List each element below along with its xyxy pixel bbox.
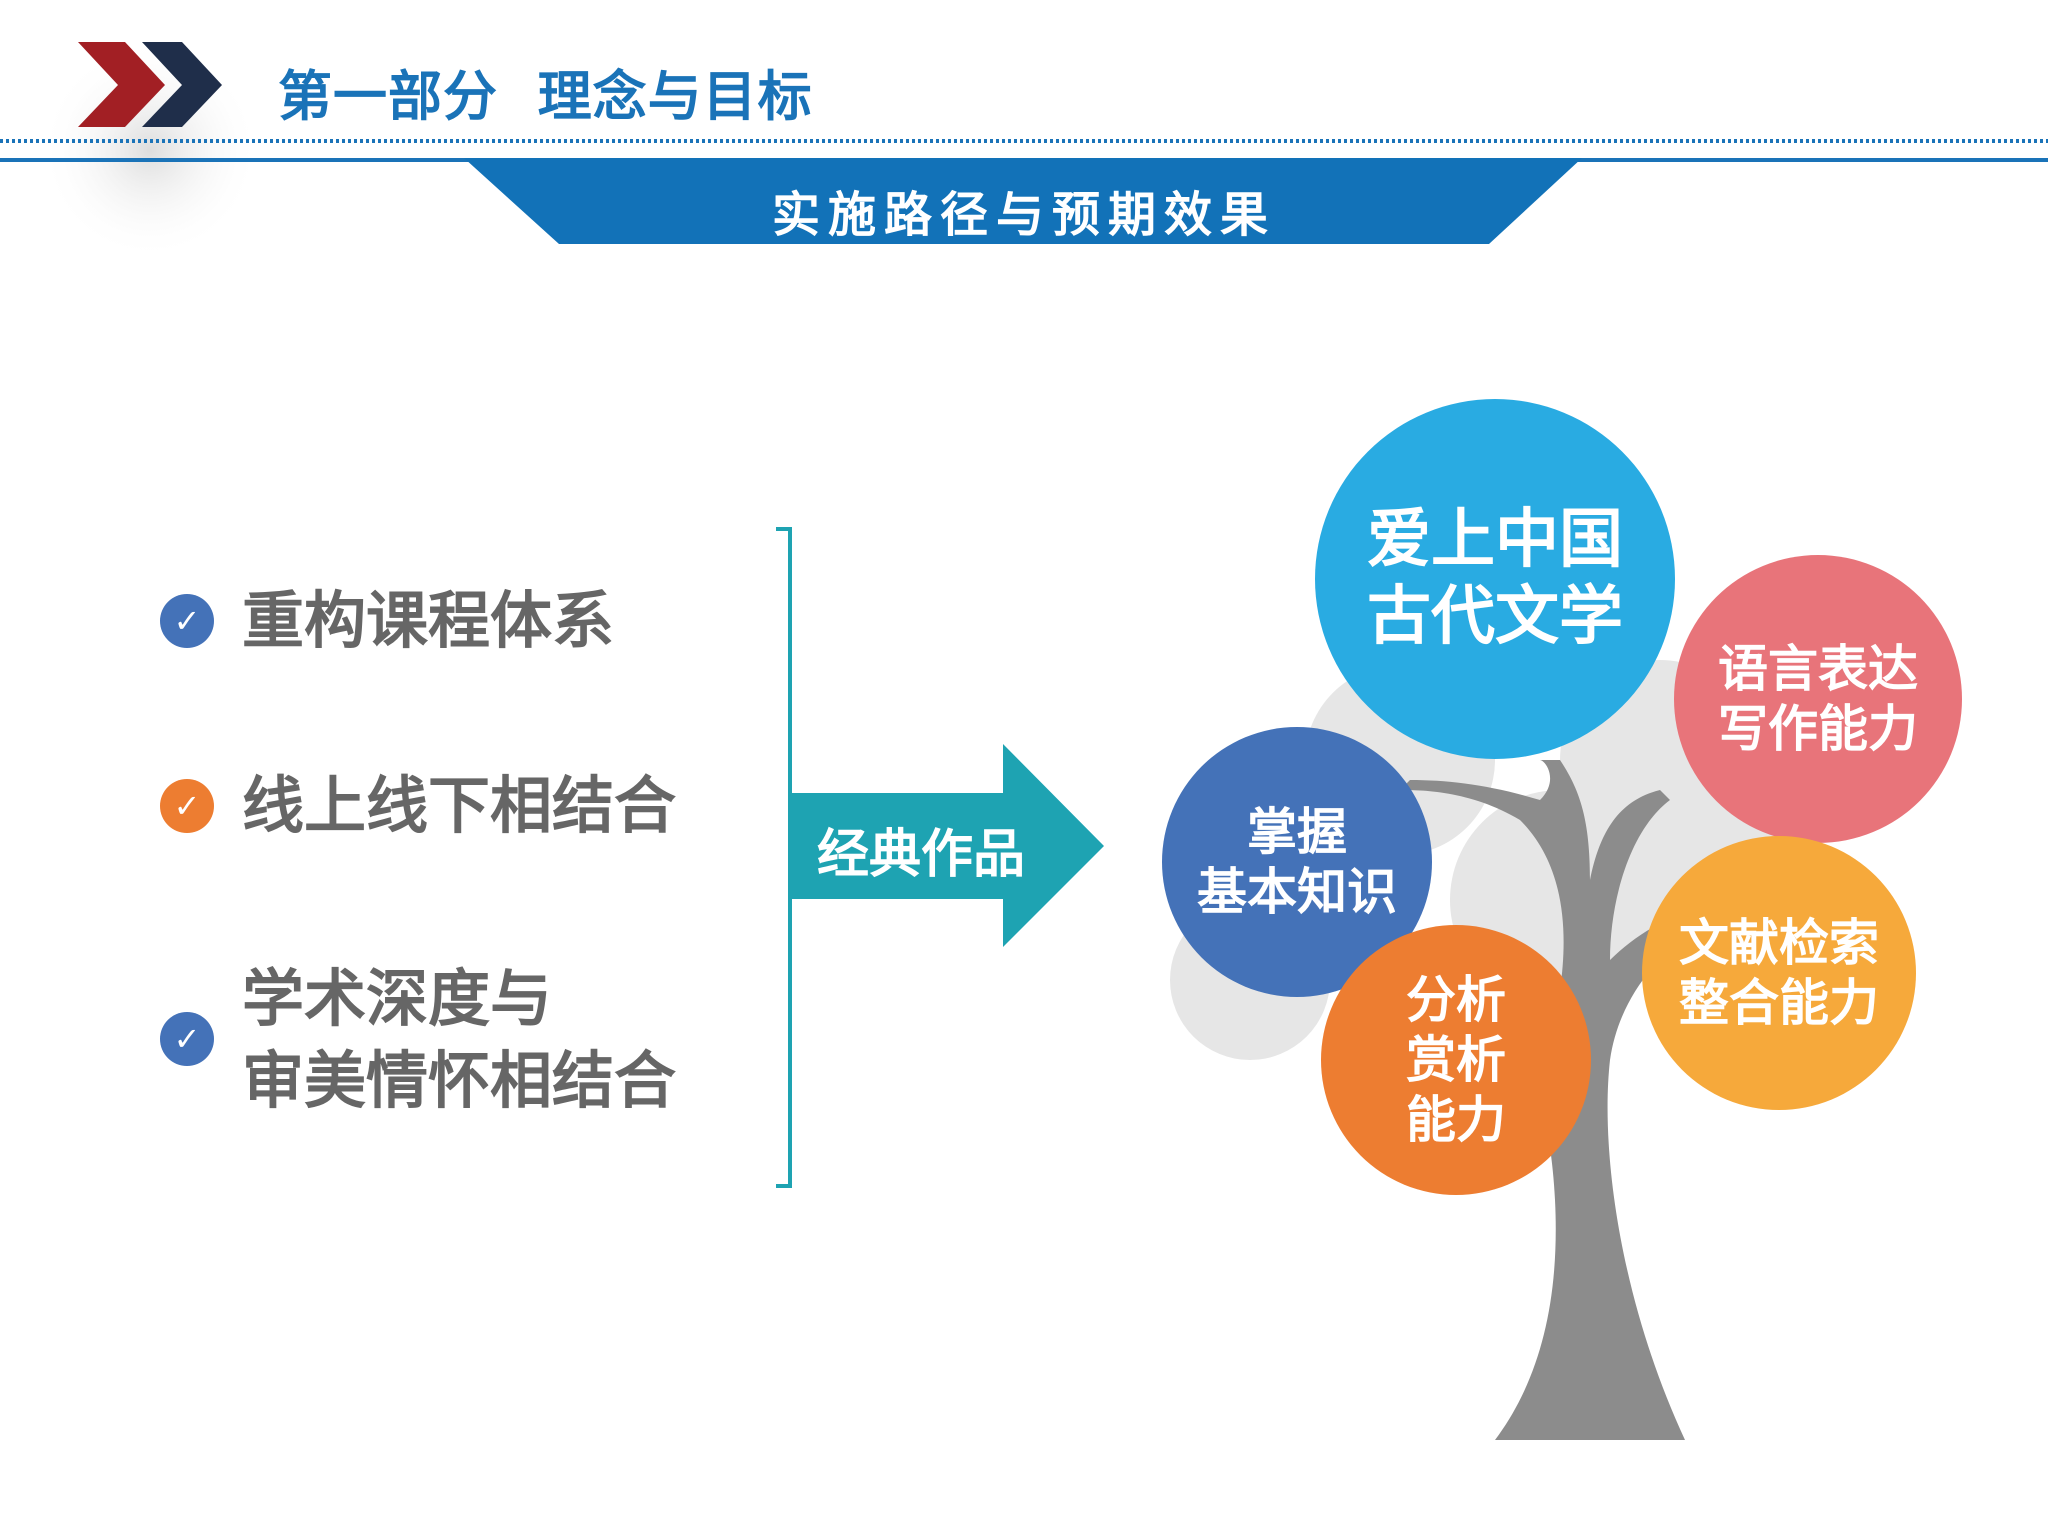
bubble-love-literature: 爱上中国 古代文学 (1367, 503, 1623, 654)
item-label: 线上线下相结合 (242, 769, 677, 842)
bubble-circle (1321, 925, 1591, 1195)
check-icon: ✓ (160, 1012, 214, 1066)
banner-shape (464, 158, 1582, 244)
banner-title: 实施路径与预期效果 (771, 187, 1276, 243)
chevron-red-icon (78, 42, 165, 127)
bubble-circle (1162, 727, 1432, 997)
item-label: 重构课程体系 (242, 584, 615, 657)
bubble-expression-writing: 语言表达 写作能力 (1718, 640, 1918, 758)
bubble-literature-search: 文献检索 整合能力 (1679, 914, 1879, 1032)
check-icon: ✓ (160, 594, 214, 648)
check-icon: ✓ (160, 779, 214, 833)
list-item: ✓ 线上线下相结合 (160, 765, 676, 847)
bubble-circle (1642, 836, 1916, 1110)
section-title: 第一部分 理念与目标 (278, 65, 813, 128)
bubble-analysis: 分析 赏析 能力 (1406, 971, 1506, 1149)
arrow-shape (791, 744, 1104, 947)
list-item: ✓ 学术深度与 审美情怀相结合 (160, 958, 676, 1122)
chevron-navy-icon (142, 42, 222, 127)
bubble-circle (1674, 555, 1962, 843)
bubble-basic-knowledge: 掌握 基本知识 (1197, 803, 1397, 921)
bracket (776, 527, 792, 1188)
item-label: 学术深度与 审美情怀相结合 (242, 962, 677, 1117)
list-item: ✓ 重构课程体系 (160, 580, 614, 662)
bubble-circle (1315, 399, 1675, 759)
arrow-label: 经典作品 (816, 825, 1025, 885)
